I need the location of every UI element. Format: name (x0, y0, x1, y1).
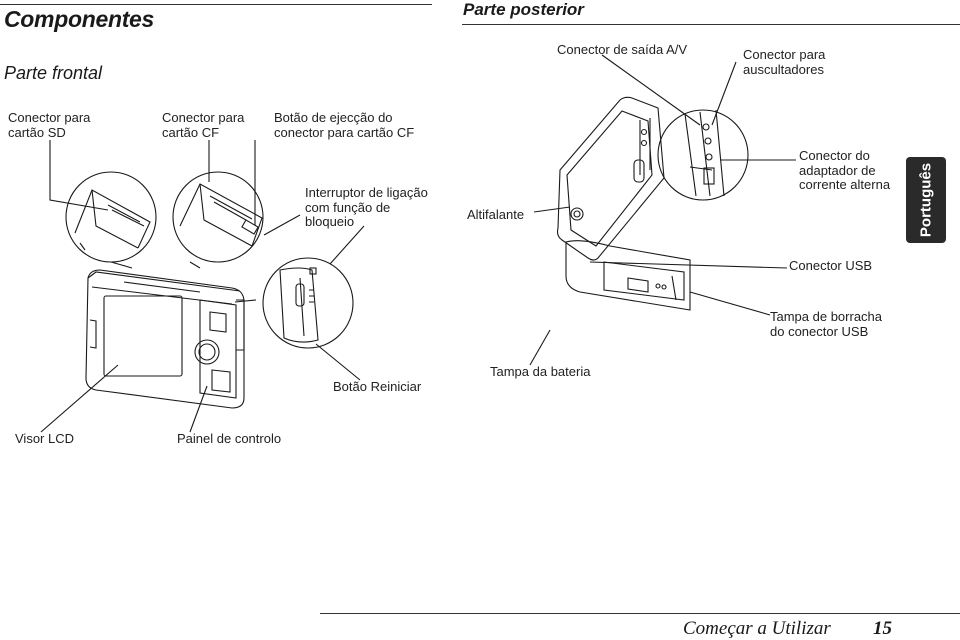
language-tab[interactable]: Português (906, 157, 946, 243)
title-rule-left (0, 4, 432, 5)
rear-connectors-detail (657, 109, 749, 201)
label-sd-connector: Conector para cartão SD (8, 110, 91, 140)
front-subtitle: Parte frontal (4, 63, 103, 83)
page-number: 15 (873, 618, 892, 639)
label-av-out: Conector de saída A/V (557, 42, 688, 57)
page-title: Componentes (4, 6, 155, 32)
back-subtitle: Parte posterior (463, 0, 584, 19)
label-headphones: Conector para auscultadores (743, 47, 826, 77)
label-reset-button: Botão Reiniciar (333, 379, 422, 394)
label-lcd: Visor LCD (15, 431, 75, 446)
label-power-switch: Interruptor de ligação com função de blo… (305, 185, 428, 229)
label-cf-connector: Conector para cartão CF (162, 110, 245, 140)
power-switch-detail (262, 257, 354, 349)
title-rule-right (462, 24, 960, 25)
label-speaker: Altifalante (467, 207, 525, 222)
sd-slot-detail (65, 171, 157, 263)
label-control-panel: Painel de controlo (177, 431, 282, 446)
front-device (85, 269, 245, 409)
label-ac-adapter: Conector do adaptador de corrente altern… (799, 148, 891, 192)
back-device (556, 96, 665, 261)
label-cf-eject: Botão de ejecção do conector para cartão… (274, 110, 415, 140)
footer-title: Começar a Utilizar (683, 618, 831, 639)
label-usb-cover: Tampa de borracha do conector USB (770, 309, 883, 339)
cf-slot-detail (172, 171, 264, 263)
label-battery-cover: Tampa da bateria (490, 364, 591, 379)
label-usb: Conector USB (789, 258, 873, 273)
usb-detail (565, 240, 691, 311)
footer-rule (320, 613, 960, 614)
